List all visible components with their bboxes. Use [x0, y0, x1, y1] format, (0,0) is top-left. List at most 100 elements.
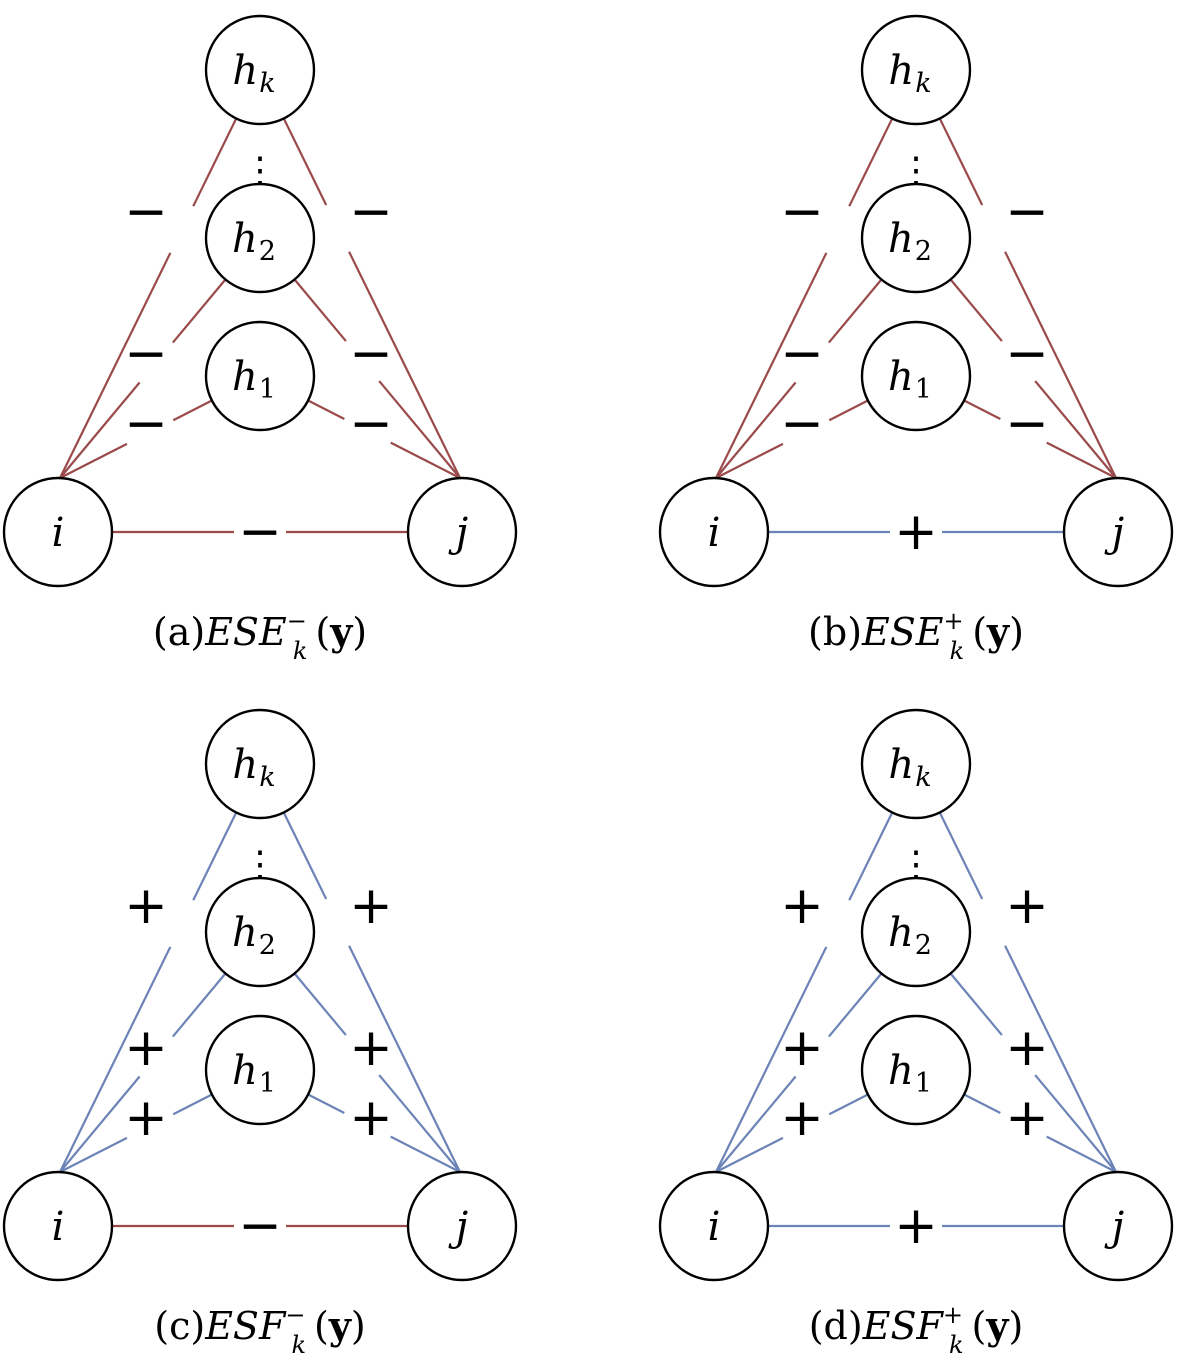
- edge-i-hk: +: [715, 812, 894, 1173]
- edge-segment: [963, 399, 1001, 421]
- node-label-subscript: 2: [915, 236, 932, 267]
- edge-j-hk: −: [938, 118, 1117, 479]
- edge-segment: [828, 399, 869, 422]
- edge-segment: [307, 399, 345, 421]
- node-circle: [406, 1170, 518, 1282]
- edge-segment: [192, 118, 238, 207]
- caption-paren-close: ): [351, 1304, 366, 1348]
- node-label: i: [52, 1204, 65, 1250]
- edge-i-h1: −: [715, 394, 869, 479]
- edge-i-h1: +: [715, 1088, 869, 1173]
- edge-segment: [938, 812, 984, 900]
- node-label-base: h: [888, 742, 914, 788]
- caption-superscript: +: [944, 607, 964, 635]
- node-circle: [860, 320, 972, 432]
- caption-paren-close: ): [352, 610, 367, 654]
- edge-segment: [307, 1093, 345, 1115]
- node-circle: [658, 1170, 770, 1282]
- node-label-base: h: [888, 910, 914, 956]
- edge-j-h1: −: [307, 394, 461, 479]
- node-h2: h2: [204, 182, 316, 294]
- edge-sign: −: [1005, 182, 1049, 242]
- edge-segment: [293, 278, 347, 342]
- edge-segment: [59, 1075, 141, 1173]
- node-circle: [204, 708, 316, 820]
- edge-i-h2: −: [59, 278, 227, 479]
- edge-sign: −: [1005, 394, 1049, 454]
- node-circle: [204, 876, 316, 988]
- edge-segment: [1034, 1074, 1117, 1173]
- edge-segment: [1034, 380, 1117, 479]
- panel-caption: (a)ESE−k(y): [153, 607, 367, 665]
- edge-segment: [59, 442, 128, 479]
- edge-segment: [715, 1136, 784, 1173]
- edge-i-j: +: [768, 502, 1064, 562]
- node-label-base: h: [232, 910, 258, 956]
- edge-sign: +: [780, 1018, 824, 1078]
- edge-i-h1: +: [59, 1088, 213, 1173]
- edge-segment: [59, 946, 172, 1173]
- caption-superscript: −: [285, 1301, 305, 1329]
- caption-prefix: (a): [153, 610, 205, 654]
- edge-segment: [848, 812, 894, 901]
- node-label-base: h: [888, 48, 914, 94]
- caption-main: ESE: [204, 610, 287, 654]
- node-label: hk: [232, 742, 275, 793]
- node-label-base: h: [888, 354, 914, 400]
- node-j: j: [406, 476, 518, 588]
- node-label-base: h: [232, 216, 258, 262]
- edge-i-h2: +: [715, 972, 883, 1173]
- node-label: hk: [888, 742, 931, 793]
- edge-j-hk: +: [282, 812, 461, 1173]
- edge-segment: [378, 1074, 461, 1173]
- node-label: i: [708, 510, 721, 556]
- edge-sign: +: [780, 1088, 824, 1148]
- edge-j-h1: +: [963, 1088, 1117, 1173]
- caption-main: ESF: [862, 1304, 945, 1348]
- edge-j-h2: −: [293, 278, 461, 479]
- edge-i-j: +: [768, 1196, 1064, 1256]
- edge-segment: [1004, 945, 1117, 1173]
- edge-sign: −: [124, 324, 168, 384]
- edge-sign: +: [124, 1018, 168, 1078]
- edge-sign: +: [894, 1196, 938, 1256]
- edge-i-hk: −: [59, 118, 238, 479]
- caption-prefix: (c): [154, 1304, 205, 1348]
- node-i: i: [2, 476, 114, 588]
- node-label-subscript: k: [915, 68, 931, 99]
- edge-segment: [715, 252, 828, 479]
- edge-sign: −: [1005, 324, 1049, 384]
- node-hk: hk: [204, 14, 316, 126]
- edge-j-h1: +: [307, 1088, 461, 1173]
- edge-segment: [59, 252, 172, 479]
- edge-j-h1: −: [963, 394, 1117, 479]
- edge-i-j: −: [112, 502, 408, 562]
- caption-subscript: k: [950, 637, 965, 665]
- edge-sign: −: [124, 182, 168, 242]
- edge-segment: [1004, 251, 1117, 479]
- node-label-base: h: [232, 1048, 258, 1094]
- node-circle: [204, 1014, 316, 1126]
- caption-argument: y: [329, 609, 353, 654]
- node-label-base: h: [232, 354, 258, 400]
- caption-paren-open: (: [314, 1304, 329, 1348]
- node-circle: [860, 708, 972, 820]
- node-label-base: h: [888, 216, 914, 262]
- edge-sign: +: [349, 1018, 393, 1078]
- node-label: hk: [888, 48, 931, 99]
- panel-caption: (c)ESF−k(y): [154, 1301, 365, 1356]
- edge-segment: [172, 399, 213, 422]
- node-h2: h2: [860, 182, 972, 294]
- node-label: h2: [232, 910, 276, 961]
- node-h2: h2: [860, 876, 972, 988]
- node-label: i: [52, 510, 65, 556]
- node-label-subscript: 1: [915, 1068, 932, 1099]
- edge-segment: [282, 118, 328, 206]
- caption-argument: y: [985, 1303, 1009, 1348]
- edge-segment: [715, 381, 797, 479]
- node-circle: [860, 182, 972, 294]
- edge-i-h2: +: [59, 972, 227, 1173]
